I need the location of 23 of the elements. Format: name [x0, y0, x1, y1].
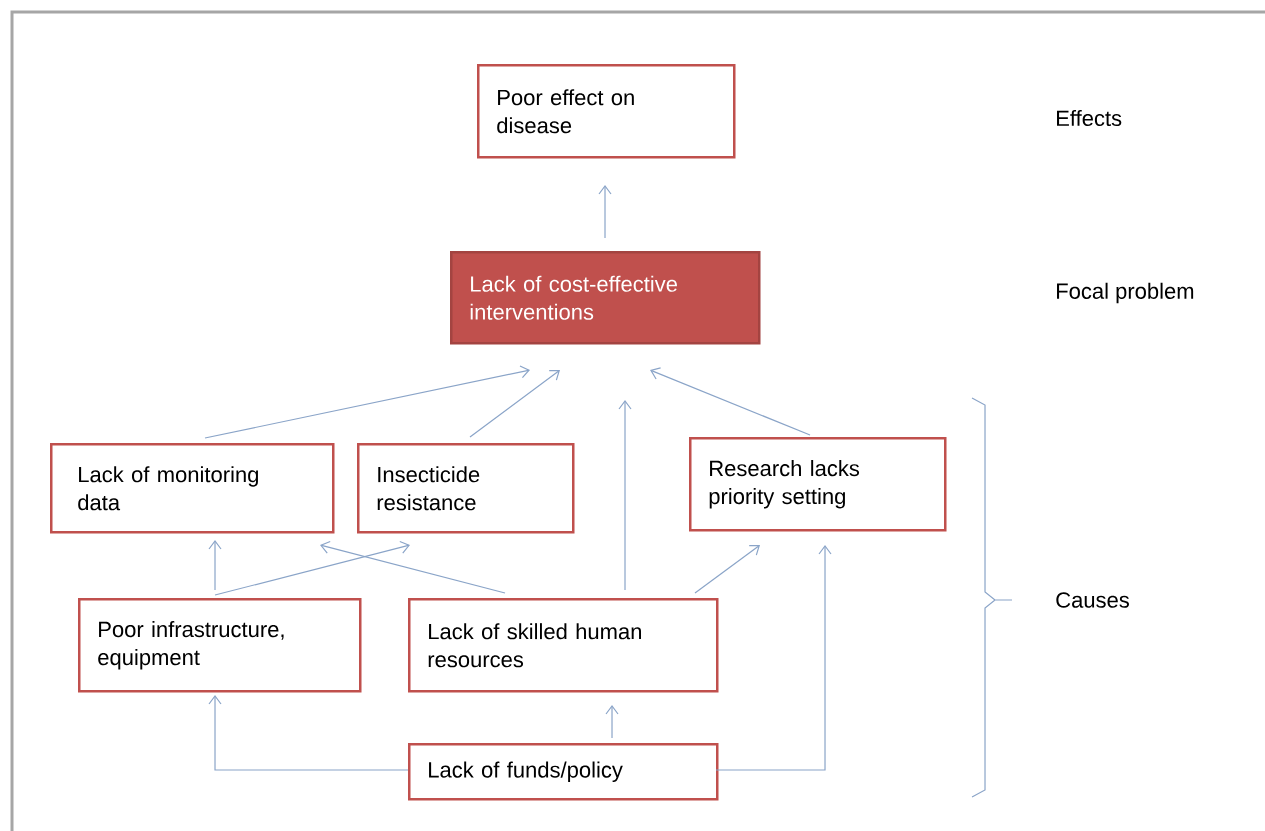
arrow — [208, 540, 222, 591]
cause-box: Lack of funds/policy — [408, 743, 719, 801]
arrow — [204, 365, 530, 439]
arrow — [469, 369, 560, 438]
cause-box: Lack of monitoring data — [50, 443, 335, 534]
level-label: Focal problem — [1057, 282, 1194, 304]
arrow — [598, 185, 612, 239]
problem-box: Lack of cost-effective interventions — [450, 251, 761, 345]
arrow — [715, 545, 832, 771]
arrow — [320, 540, 506, 594]
arrow — [694, 544, 760, 594]
cause-box: Research lacks priority setting — [689, 437, 947, 532]
cause-box: Lack of skilled human resources — [408, 598, 719, 693]
arrow — [605, 705, 619, 739]
arrow — [618, 400, 632, 591]
cause-box: Poor infrastructure, equipment — [78, 598, 362, 693]
arrow — [208, 695, 409, 771]
arrow — [214, 540, 410, 596]
arrow — [650, 367, 811, 436]
cause-box: Poor effect on disease — [477, 64, 736, 159]
cause-box: Insecticide resistance — [357, 443, 575, 534]
level-label: Causes — [1056, 592, 1129, 608]
level-label: Effects — [1057, 109, 1122, 127]
